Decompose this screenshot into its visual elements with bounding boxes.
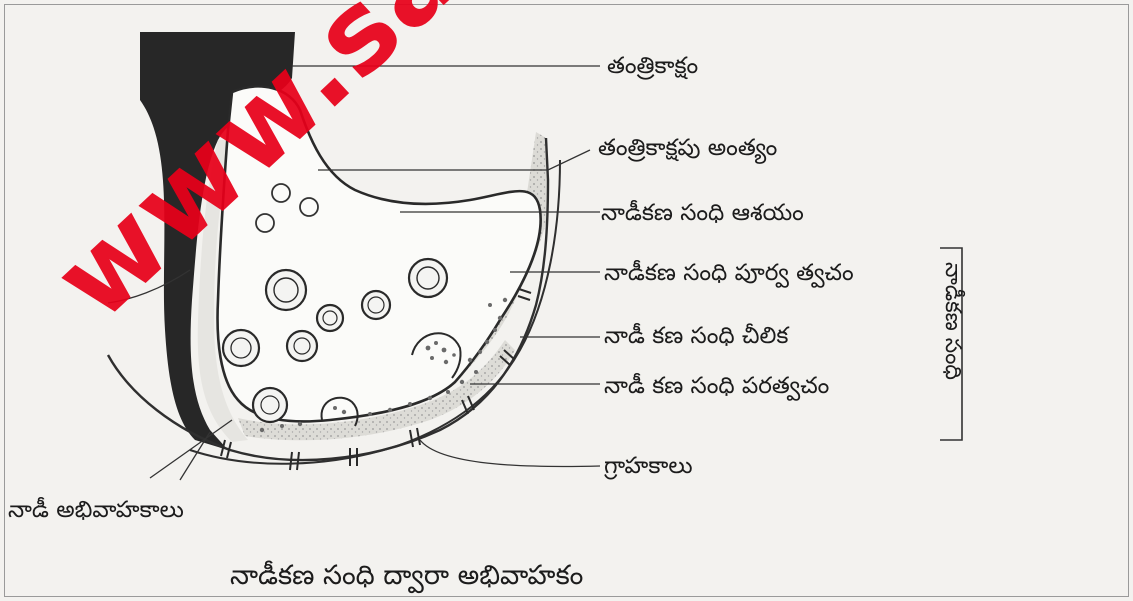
label-neurotransmitters: నాడీ అభివాహకాలు xyxy=(8,496,184,524)
label-synaptic-knob: నాడీకణ సంధి ఆశయం xyxy=(601,199,804,227)
label-synapse-group: నాడీకణ సంధి xyxy=(939,262,965,380)
label-receptors: గ్రాహకాలు xyxy=(604,452,693,480)
label-presynaptic-membrane: నాడీకణ సంధి పూర్వ త్వచం xyxy=(604,259,854,287)
figure-caption: నాడీకణ సంధి ద్వారా అభివాహకం xyxy=(230,560,583,592)
label-postsynaptic-membrane: నాడీ కణ సంధి పరత్వచం xyxy=(604,372,829,400)
label-synaptic-cleft: నాడీ కణ సంధి చీలిక xyxy=(604,322,788,350)
label-axon: తంత్రికాక్షం xyxy=(607,52,698,80)
label-axon-terminal: తంత్రికాక్షపు అంత్యం xyxy=(598,134,777,162)
